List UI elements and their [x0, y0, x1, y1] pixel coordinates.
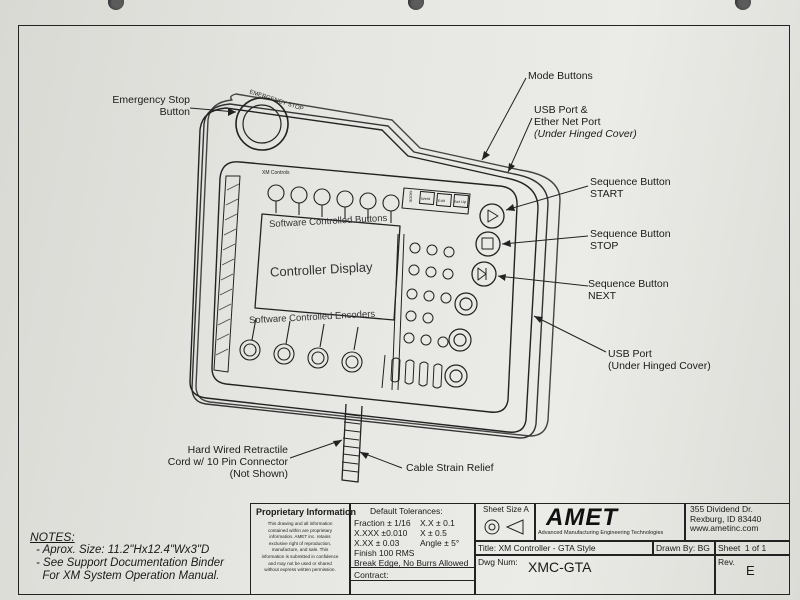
- break-edge-text: Break Edge, No Burrs Allowed: [354, 558, 469, 568]
- rev-label: Rev.: [718, 557, 735, 567]
- sheet-size-box: [475, 503, 535, 541]
- rev-value: E: [746, 563, 755, 578]
- proprietary-text: This drawing and all information contain…: [261, 521, 339, 573]
- tolerances-box: [350, 503, 475, 581]
- proprietary-title: Proprietary Information: [256, 507, 357, 517]
- callout-strain-relief: Cable Strain Relief: [406, 462, 494, 474]
- callout-seq-stop: Sequence Button STOP: [590, 228, 671, 252]
- note-line: For XM System Operation Manual.: [36, 570, 220, 582]
- projection-symbol-icon: [484, 519, 524, 535]
- callout-seq-next: Sequence Button NEXT: [588, 278, 669, 302]
- rev-field: [715, 555, 790, 595]
- callout-emergency-stop: Emergency Stop Button: [112, 94, 190, 118]
- address-box: [685, 503, 790, 541]
- contract-label: Contract:: [354, 570, 389, 580]
- tolerances-right: X.X ± 0.1 X ± 0.5 Angle ± 5°: [420, 518, 460, 548]
- callout-usb-port: USB Port (Under Hinged Cover): [608, 348, 711, 372]
- finish-text: Finish 100 RMS: [354, 548, 415, 558]
- callout-cord: Hard Wired Retractile Cord w/ 10 Pin Con…: [167, 444, 288, 480]
- sheet-field: [715, 541, 790, 555]
- dwg-number: XMC-GTA: [528, 559, 592, 575]
- drawing-title: Title: XM Controller - GTA Style: [478, 543, 596, 553]
- mode-caption: MODE: [408, 190, 414, 203]
- address-text: 355 Dividend Dr. Rexburg, ID 83440 www.a…: [690, 504, 762, 533]
- mode-key-setup: Set Up: [454, 199, 467, 204]
- callout-seq-start: Sequence Button START: [590, 176, 671, 200]
- note-line: - Aprox. Size: 11.2"Hx12.4"Wx3"D: [36, 544, 210, 556]
- logo-subtitle: Advanced Manufacturing Engineering Techn…: [538, 530, 664, 536]
- mode-key-weld: Weld: [421, 196, 431, 201]
- mode-key-edit: Edit: [438, 198, 445, 203]
- sheet-number: Sheet 1 of 1: [718, 543, 767, 553]
- drawn-by-field: [653, 541, 715, 555]
- callout-usb-ether: USB Port & Ether Net Port (Under Hinged …: [534, 104, 637, 140]
- sheet-size-label: Sheet Size A: [483, 505, 529, 514]
- proprietary-box: [250, 503, 350, 595]
- binder-hole: [735, 0, 751, 10]
- title-field: [475, 541, 653, 555]
- tolerances-title: Default Tolerances:: [370, 506, 443, 516]
- notes-block: NOTES: - Aprox. Size: 11.2"Hx12.4"Wx3"D …: [30, 530, 224, 583]
- callout-mode-buttons: Mode Buttons: [528, 70, 593, 82]
- binder-hole: [108, 0, 124, 10]
- amet-logo: AMET: [546, 504, 618, 531]
- dwg-field: [475, 555, 715, 595]
- drawn-by: Drawn By: BG: [656, 543, 710, 553]
- brand-label: XM Controls: [262, 170, 290, 176]
- note-line: - See Support Documentation Binder: [36, 557, 224, 569]
- notes-title: NOTES:: [30, 530, 75, 544]
- title-block: Proprietary Information This drawing and…: [250, 503, 790, 595]
- contract-box: [350, 567, 475, 595]
- tolerances-left: Fraction ± 1/16 X.XXX ±0.010 X.XX ± 0.03: [354, 518, 411, 548]
- dwg-label: Dwg Num:: [478, 557, 518, 567]
- logo-box: [535, 503, 685, 541]
- binder-hole: [408, 0, 424, 10]
